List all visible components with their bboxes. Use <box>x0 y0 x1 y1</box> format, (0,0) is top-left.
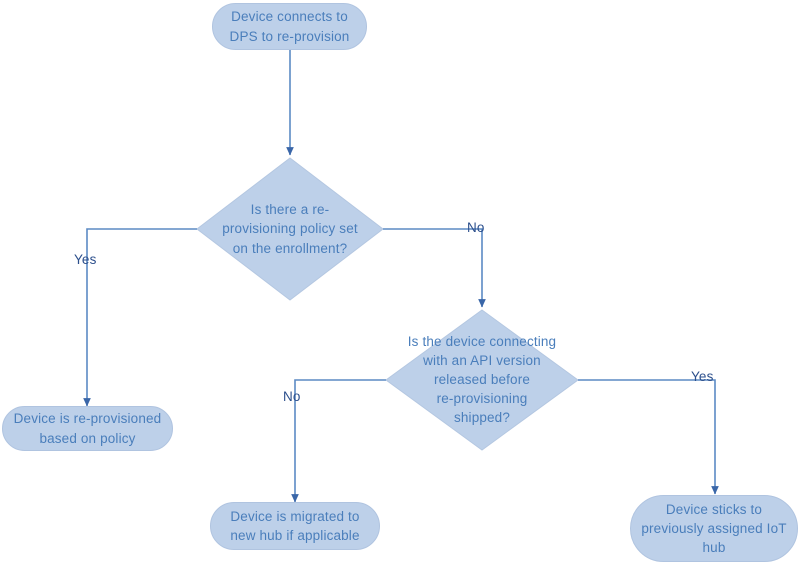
connector-policy-no <box>383 228 486 308</box>
edge-label-policy-yes: Yes <box>74 252 97 267</box>
connector-policy-yes <box>83 228 197 407</box>
node-result-sticks[interactable]: Device sticks to previously assigned IoT… <box>630 495 798 562</box>
decision-api-version-shape <box>385 309 579 451</box>
edge-label-policy-no: No <box>467 220 485 235</box>
connector-api-yes <box>578 379 719 495</box>
connector-api-no <box>291 379 386 503</box>
decision-policy-shape <box>196 157 384 301</box>
node-result-reprovisioned[interactable]: Device is re-provisioned based on policy <box>2 406 173 451</box>
node-start[interactable]: Device connects to DPS to re-provision <box>212 3 367 50</box>
edge-label-api-yes: Yes <box>691 369 714 384</box>
node-result-migrated[interactable]: Device is migrated to new hub if applica… <box>210 502 380 550</box>
edge-label-api-no: No <box>283 389 301 404</box>
